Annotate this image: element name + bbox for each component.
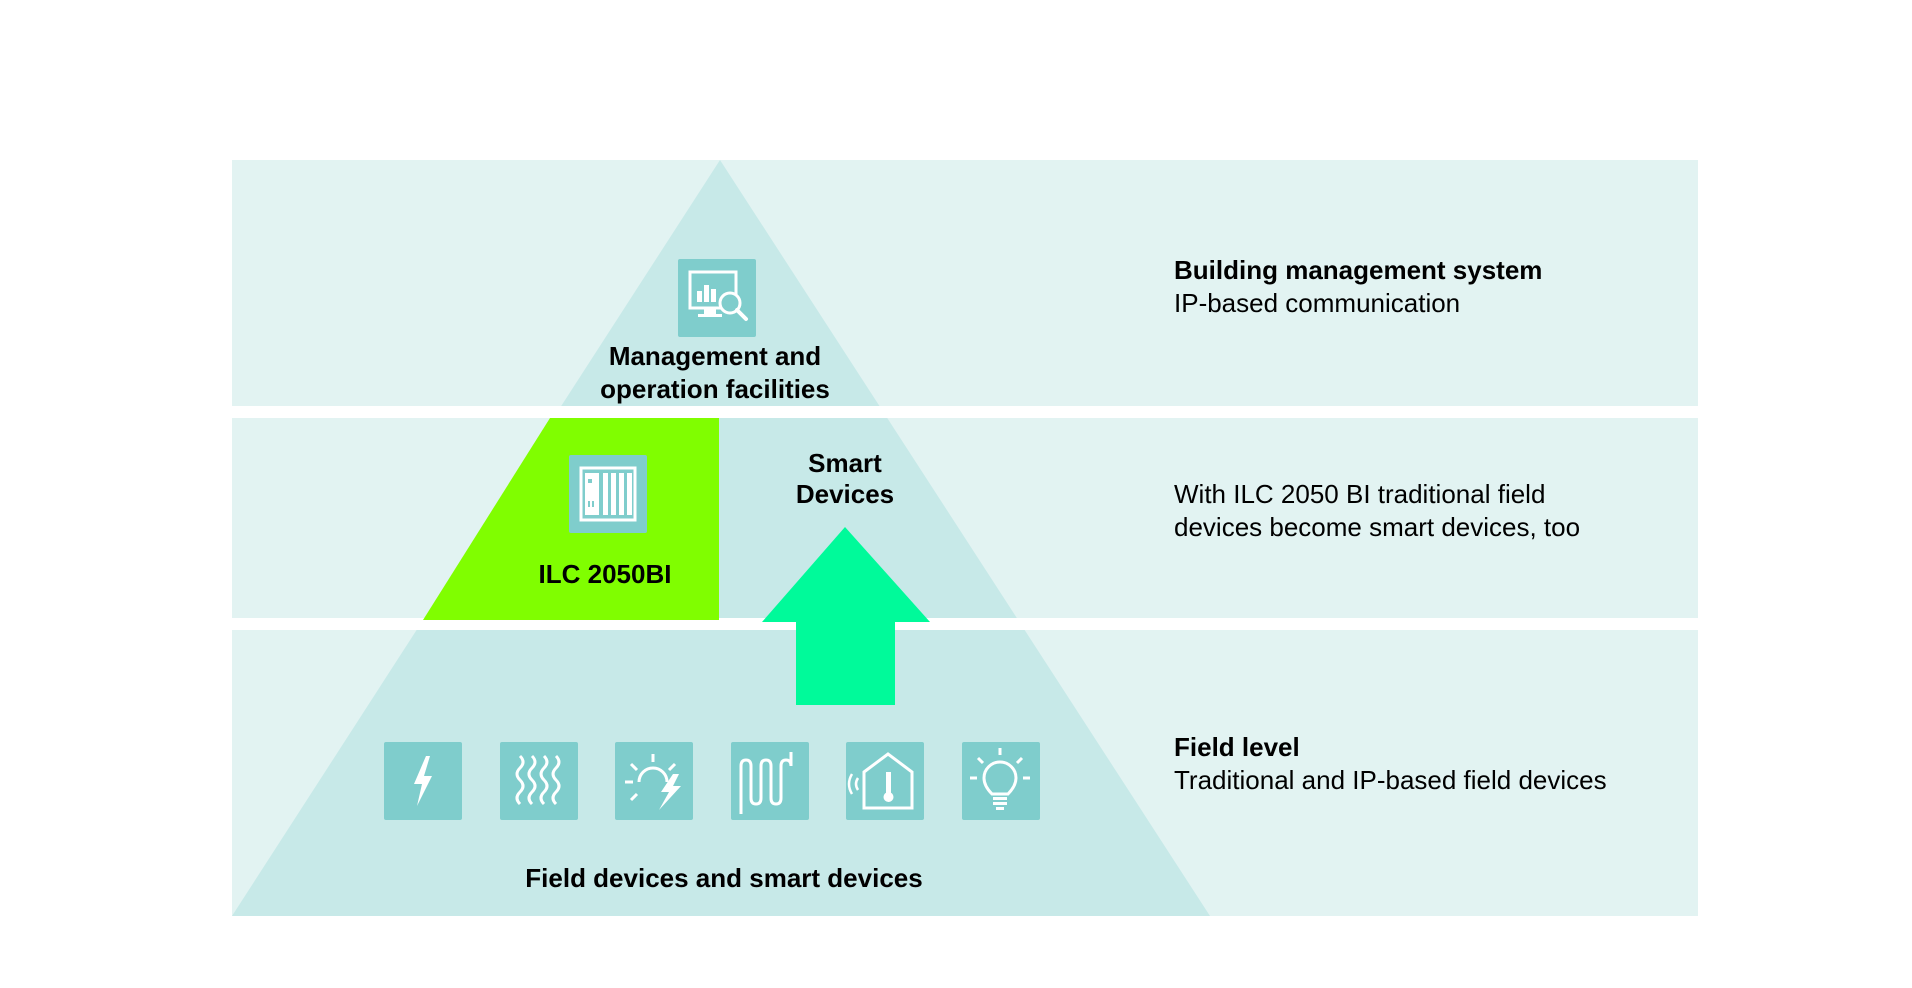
field-level-text: Field level Traditional and IP-based fie… [1174,731,1607,797]
heat-waves-icon [500,742,578,820]
automation-level-line1: With ILC 2050 BI traditional field [1174,479,1546,509]
smart-label-line1: Smart [808,448,882,478]
top-level-label: Management and operation facilities [560,340,870,406]
field-level-description: Traditional and IP-based field devices [1174,765,1607,795]
light-bulb-icon [962,742,1040,820]
management-level-heading: Building management system [1174,255,1543,285]
monitor-chart-search-icon [678,259,756,337]
top-label-line2: operation facilities [600,374,830,404]
management-level-text: Building management system IP-based comm… [1174,254,1542,320]
automation-level-text: With ILC 2050 BI traditional field devic… [1174,478,1580,544]
separator-line [232,406,1698,418]
level-band-management [232,160,1698,406]
ilc-label: ILC 2050BI [538,559,672,589]
smart-devices-label: Smart Devices [760,448,930,510]
top-label-line1: Management and [608,341,822,371]
controller-module-icon [569,455,647,533]
smart-home-thermometer-icon [846,742,924,820]
lightning-icon [384,742,462,820]
upward-arrow [762,527,930,705]
heating-coil-icon [731,742,809,820]
management-level-description: IP-based communication [1174,288,1461,318]
smart-label-line2: Devices [795,479,895,509]
automation-level-line2: devices become smart devices, too [1174,512,1581,542]
separator-line [232,618,1698,630]
field-devices-label: Field devices and smart devices [525,863,923,893]
field-level-heading: Field level [1174,732,1300,762]
solar-weather-icon [615,742,693,820]
pyramid-shape [232,160,1210,916]
